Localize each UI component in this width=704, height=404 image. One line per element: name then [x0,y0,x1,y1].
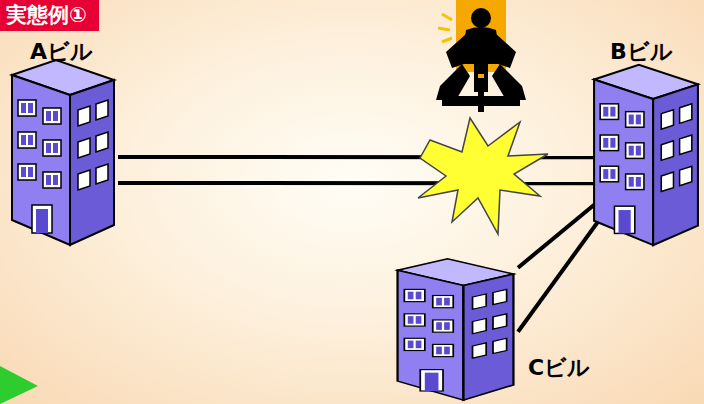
play-triangle [0,366,38,404]
building-icon [590,60,702,250]
building: Bビル [588,35,704,255]
building-icon [393,255,518,404]
building: Aビル [5,35,120,255]
construction-worker [436,0,526,112]
explosion [418,118,548,234]
building-label: Aビル [30,37,93,67]
building-label: Bビル [610,37,673,67]
building-icon [8,55,118,250]
building: Cビル [393,250,598,404]
title-tab: 実態例① [0,0,99,31]
building-label: Cビル [528,353,590,383]
